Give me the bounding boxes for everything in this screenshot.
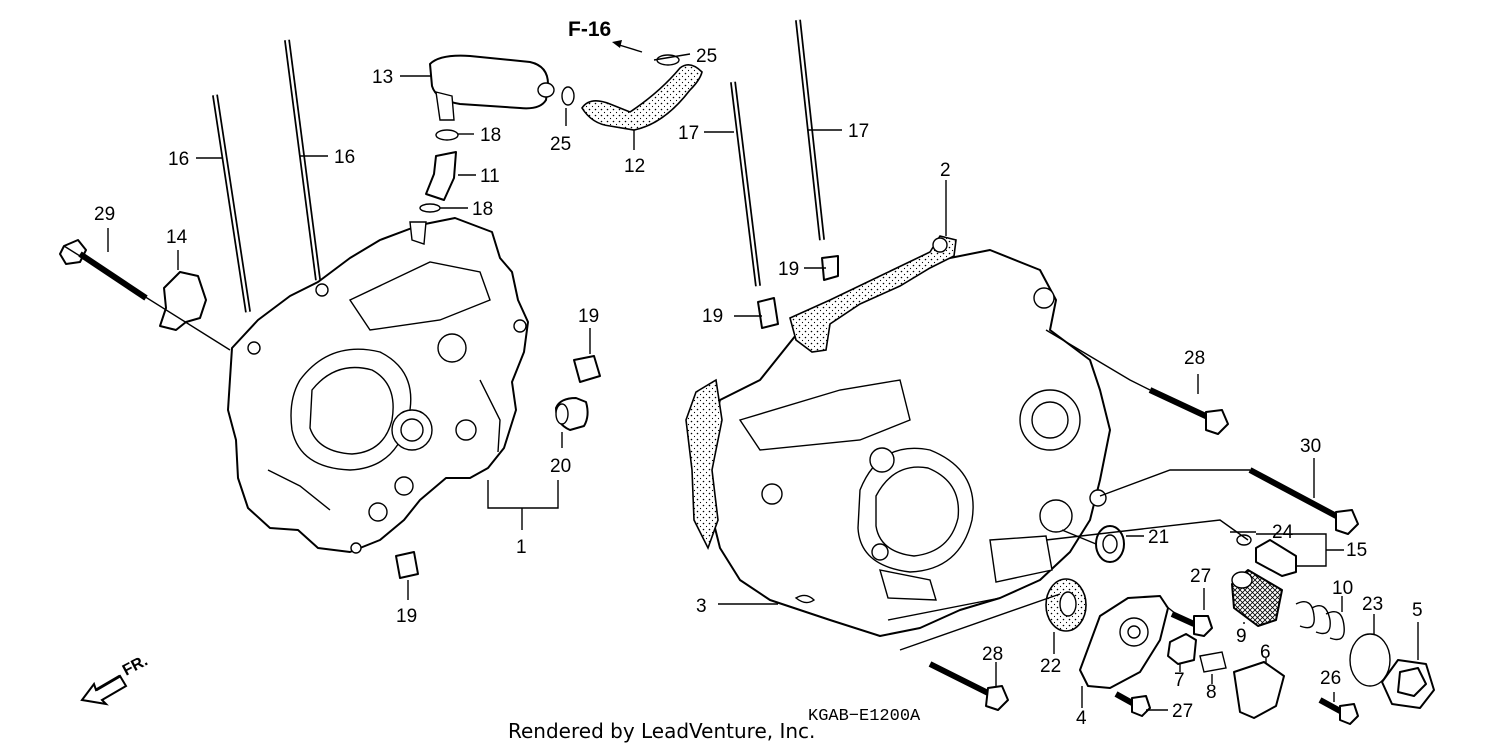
callout-7: 7	[1174, 670, 1185, 691]
callout-20: 20	[550, 456, 571, 477]
callout-19-a: 19	[578, 306, 599, 327]
callout-2: 2	[940, 160, 951, 181]
callout-19-d: 19	[778, 259, 799, 280]
clip-18-lower	[419, 203, 441, 213]
dowel-pin-19-d	[821, 255, 839, 281]
footer-credit: Rendered by LeadVenture, Inc.	[508, 719, 815, 743]
callout-16-left: 16	[168, 149, 189, 170]
breather-tube-11	[425, 151, 457, 201]
callout-6: 6	[1260, 642, 1271, 663]
callout-27-lower: 27	[1172, 701, 1193, 722]
spring-8	[1199, 651, 1227, 673]
callout-16-right: 16	[334, 147, 355, 168]
callout-14: 14	[166, 227, 188, 248]
needle-bearing-20	[555, 397, 589, 431]
section-reference: F-16	[568, 18, 611, 41]
front-direction-arrow: FR.	[80, 652, 151, 706]
stud-bolt-17-left	[730, 81, 761, 287]
spring-10	[1295, 601, 1345, 641]
stud-bolt-16-right	[284, 39, 321, 281]
callout-24: 24	[1272, 522, 1294, 543]
callout-3: 3	[696, 596, 707, 617]
callout-9: 9	[1236, 626, 1247, 647]
callout-10: 10	[1332, 578, 1353, 599]
dowel-pin-19-a	[573, 355, 601, 383]
bolt-27-lower	[1114, 691, 1151, 717]
callout-28-lower: 28	[982, 644, 1003, 665]
stud-bolt-16-left	[212, 94, 251, 313]
clip-18-upper	[435, 129, 459, 141]
bolt-26	[1318, 697, 1359, 725]
oil-seal-21	[1095, 525, 1125, 563]
callout-13: 13	[372, 67, 393, 88]
left-crankcase-half	[227, 217, 529, 554]
callout-12: 12	[624, 156, 645, 177]
front-direction-label: FR.	[120, 652, 151, 679]
oil-pass-cover-4	[1079, 595, 1169, 689]
callout-17-right: 17	[848, 121, 869, 142]
callout-18-upper: 18	[480, 125, 501, 146]
bracket-14	[159, 271, 207, 331]
callout-17-left: 17	[678, 123, 699, 144]
reference-arrow	[612, 40, 643, 53]
right-crankcase-half	[685, 235, 1111, 637]
callout-27-upper: 27	[1190, 566, 1211, 587]
bolt-29	[59, 239, 231, 351]
callout-8: 8	[1206, 682, 1217, 703]
switch-assembly-15	[1236, 534, 1297, 577]
callout-11: 11	[480, 166, 500, 187]
breather-chamber-13	[429, 54, 555, 121]
breather-tube-12	[581, 64, 703, 131]
o-ring-23	[1349, 633, 1391, 687]
callout-19-b: 19	[396, 606, 417, 627]
leader-lines	[107, 53, 1419, 711]
dowel-pin-19-b	[395, 551, 419, 579]
callout-4: 4	[1076, 708, 1087, 729]
tube-clip-25-lower	[561, 86, 575, 106]
callout-23: 23	[1362, 594, 1383, 615]
callout-22: 22	[1040, 656, 1061, 677]
oil-seal-22	[1045, 578, 1087, 632]
bolt-28-upper	[1148, 387, 1229, 435]
callout-18-lower: 18	[472, 199, 493, 220]
callout-19-c: 19	[702, 306, 723, 327]
callout-26: 26	[1320, 668, 1341, 689]
callout-28-upper: 28	[1184, 348, 1205, 369]
callout-29: 29	[94, 204, 115, 225]
callout-21: 21	[1148, 527, 1169, 548]
bolt-27-upper	[1170, 611, 1213, 637]
callout-25-lower: 25	[550, 134, 571, 155]
callout-15: 15	[1346, 540, 1367, 561]
diagram-code: KGAB−E1200A	[808, 707, 921, 726]
callout-5: 5	[1412, 600, 1423, 621]
callout-labels: F-16 1 2 3 4 5 6 7 8 9 10 11 12 13 14 15…	[94, 18, 1423, 743]
filter-screen-cap-6	[1233, 661, 1285, 719]
collar-7	[1167, 633, 1197, 665]
bolt-30	[1248, 467, 1359, 535]
oil-strainer-9	[1231, 569, 1283, 627]
drain-plug-5	[1381, 659, 1435, 709]
callout-1: 1	[516, 537, 527, 558]
bolt-28-lower	[928, 661, 1009, 711]
callout-25-upper: 25	[696, 46, 717, 67]
dowel-pin-19-c	[757, 297, 779, 329]
callout-30: 30	[1300, 436, 1321, 457]
